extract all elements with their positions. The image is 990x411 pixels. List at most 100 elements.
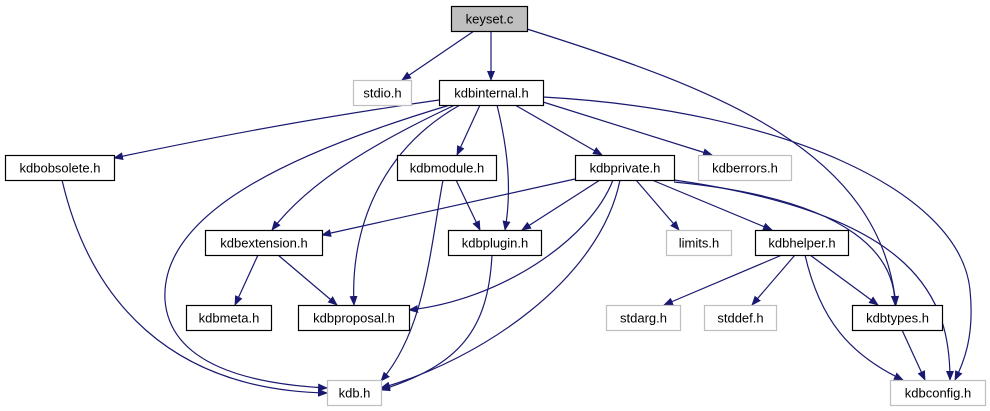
node-label: limits.h — [679, 236, 719, 251]
edge-line — [349, 104, 461, 306]
node-box — [754, 229, 850, 257]
node-box — [396, 154, 498, 182]
node-label: keyset.c — [466, 12, 514, 27]
node-box — [889, 379, 987, 407]
nodes-layer: keyset.c stdio.h kdbinternal.h kdbobsolete.… — [4, 5, 987, 407]
node-box — [438, 79, 545, 107]
node-kdb-h: kdb.h — [326, 379, 383, 407]
edge-kdbprivate-h-to-kdbhelper-h — [651, 179, 773, 231]
node-label: kdbobsolete.h — [20, 161, 101, 176]
node-label: kdberrors.h — [712, 161, 778, 176]
edge-line — [271, 104, 456, 231]
node-box — [605, 304, 682, 332]
edge-kdbobsolete-h-to-kdb-h — [61, 179, 328, 397]
edge-line — [635, 179, 680, 231]
node-label: kdbplugin.h — [462, 236, 529, 251]
edge-kdbhelper-h-to-stddef-h — [751, 254, 796, 306]
node-box — [851, 304, 944, 332]
edge-line — [380, 254, 493, 392]
edge-line — [514, 104, 603, 156]
node-label: kdbconfig.h — [905, 386, 972, 401]
node-box — [352, 79, 413, 107]
edge-kdbhelper-h-to-stdarg-h — [663, 254, 783, 306]
node-box — [297, 304, 411, 332]
node-kdbextension-h[interactable]: kdbextension.h — [204, 229, 324, 257]
edge-kdbinternal-h-to-kdbextension-h — [271, 104, 456, 231]
edge-line — [804, 254, 904, 381]
node-box — [697, 154, 793, 182]
edge-kdbinternal-h-to-kdbproposal-h — [349, 104, 461, 306]
node-box — [665, 229, 733, 257]
edge-line — [380, 179, 444, 382]
node-box — [703, 304, 778, 332]
edge-keyset-c-to-kdbtypes-h — [526, 28, 900, 306]
edge-line — [651, 179, 773, 231]
edge-kdbprivate-h-to-kdbproposal-h — [408, 179, 614, 313]
node-kdbplugin-h[interactable]: kdbplugin.h — [447, 229, 543, 257]
node-stdio-h: stdio.h — [352, 79, 413, 107]
edge-kdbplugin-h-to-kdb-h — [380, 254, 493, 392]
node-kdbinternal-h[interactable]: kdbinternal.h — [438, 79, 545, 107]
node-kdbtypes-h[interactable]: kdbtypes.h — [851, 304, 944, 332]
node-box — [4, 154, 116, 182]
node-keyset-c[interactable]: keyset.c — [450, 5, 529, 33]
node-label: stddef.h — [717, 311, 763, 326]
edge-kdbmodule-h-to-kdbplugin-h — [455, 179, 481, 231]
edge-kdbinternal-h-to-kdbmodule-h — [456, 104, 481, 156]
edge-kdbprivate-h-to-kdbextension-h — [321, 178, 576, 237]
node-kdbmodule-h[interactable]: kdbmodule.h — [396, 154, 498, 182]
edge-line — [61, 179, 328, 397]
node-label: kdbextension.h — [220, 236, 307, 251]
node-label: kdbtypes.h — [866, 311, 929, 326]
edge-kdbhelper-h-to-kdbtypes-h — [809, 254, 879, 306]
node-box — [574, 154, 676, 182]
node-label: kdbhelper.h — [768, 236, 835, 251]
node-box — [204, 229, 324, 257]
edge-line — [277, 254, 338, 306]
node-stdarg-h: stdarg.h — [605, 304, 682, 332]
edge-line — [113, 99, 440, 161]
edge-line — [496, 104, 511, 231]
node-kdbproposal-h[interactable]: kdbproposal.h — [297, 304, 411, 332]
edge-kdbprivate-h-to-kdbconfig-h — [673, 179, 954, 381]
node-box — [185, 304, 273, 332]
node-kdbprivate-h[interactable]: kdbprivate.h — [574, 154, 676, 182]
node-label: kdbproposal.h — [313, 311, 395, 326]
edges-layer — [61, 28, 972, 397]
edge-kdbinternal-h-to-kdbprivate-h — [514, 104, 603, 156]
node-box — [326, 379, 383, 407]
edge-line — [663, 254, 783, 306]
node-stddef-h: stddef.h — [703, 304, 778, 332]
node-label: kdbprivate.h — [590, 161, 661, 176]
edge-line — [526, 28, 900, 306]
node-box — [447, 229, 543, 257]
node-label: stdio.h — [363, 86, 401, 101]
edge-line — [234, 254, 259, 306]
edge-kdbprivate-h-to-kdbplugin-h — [521, 179, 601, 231]
edge-kdbextension-h-to-kdbproposal-h — [277, 254, 338, 306]
node-kdbmeta-h[interactable]: kdbmeta.h — [185, 304, 273, 332]
node-label: kdbmodule.h — [410, 161, 484, 176]
edge-kdbinternal-h-to-kdbplugin-h — [496, 104, 511, 231]
edge-line — [401, 30, 475, 81]
node-kdberrors-h: kdberrors.h — [697, 154, 793, 182]
node-box — [450, 5, 529, 33]
edge-line — [456, 104, 481, 156]
edge-line — [751, 254, 796, 306]
node-kdbobsolete-h[interactable]: kdbobsolete.h — [4, 154, 116, 182]
edge-kdbprivate-h-to-limits-h — [635, 179, 680, 231]
edge-line — [673, 179, 954, 381]
node-label: kdb.h — [339, 386, 371, 401]
node-limits-h: limits.h — [665, 229, 733, 257]
edge-keyset-c-to-stdio-h — [401, 30, 475, 81]
edge-kdbmodule-h-to-kdb-h — [380, 179, 444, 382]
node-kdbhelper-h[interactable]: kdbhelper.h — [754, 229, 850, 257]
edge-line — [901, 329, 926, 381]
edge-kdbtypes-h-to-kdbconfig-h — [901, 329, 926, 381]
node-label: kdbmeta.h — [199, 311, 260, 326]
edge-line — [521, 179, 601, 231]
edge-line — [408, 179, 614, 313]
edge-line — [164, 104, 451, 392]
node-label: kdbinternal.h — [454, 86, 528, 101]
